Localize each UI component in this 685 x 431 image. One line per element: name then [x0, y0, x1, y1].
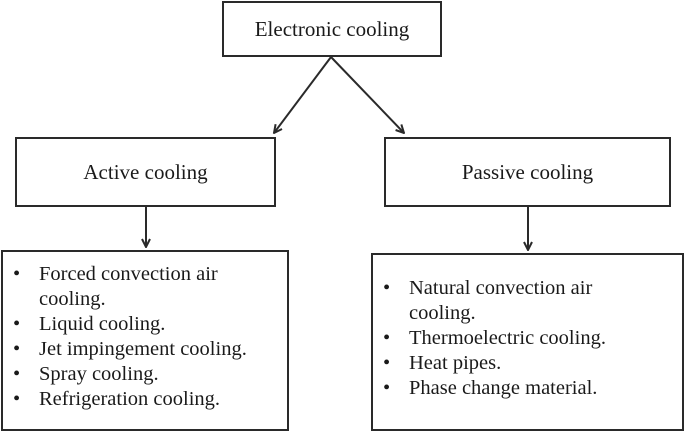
list-item: • Phase change material.	[379, 376, 682, 401]
bullet-icon: •	[13, 263, 21, 285]
list-item-line: cooling.	[409, 302, 476, 324]
list-item-line: Heat pipes.	[409, 352, 502, 374]
list-item-line: cooling.	[39, 288, 106, 310]
list-item-line: Jet impingement cooling.	[39, 338, 247, 360]
bullet-icon: •	[383, 277, 391, 299]
list-item-line: Natural convection air	[409, 277, 593, 299]
list-item: • Natural convection air cooling.	[379, 276, 682, 326]
bullet-icon: •	[13, 388, 21, 410]
arrow-root-to-active	[274, 56, 332, 133]
active-cooling-label: Active cooling	[83, 159, 208, 184]
list-item-line: Spray cooling.	[39, 363, 159, 385]
active-cooling-methods-box: • Forced convection air cooling. • Liqui…	[1, 250, 289, 431]
list-item: • Forced convection air cooling.	[9, 262, 287, 312]
list-item: • Liquid cooling.	[9, 312, 287, 337]
passive-cooling-label: Passive cooling	[461, 159, 594, 184]
list-item-line: Liquid cooling.	[39, 313, 166, 335]
list-item-line: Thermoelectric cooling.	[409, 327, 606, 349]
list-item-line: Refrigeration cooling.	[39, 388, 221, 410]
bullet-icon: •	[383, 352, 391, 374]
bullet-icon: •	[13, 363, 21, 385]
list-item: • Spray cooling.	[9, 362, 287, 387]
bullet-icon: •	[383, 377, 391, 399]
passive-cooling-node: Passive cooling	[384, 137, 671, 207]
list-item: • Jet impingement cooling.	[9, 337, 287, 362]
active-cooling-node: Active cooling	[15, 137, 276, 207]
list-item: • Refrigeration cooling.	[9, 387, 287, 412]
list-item-line: Forced convection air	[39, 263, 218, 285]
root-label: Electronic cooling	[254, 16, 410, 41]
bullet-icon: •	[383, 327, 391, 349]
bullet-icon: •	[13, 313, 21, 335]
list-item-line: Phase change material.	[409, 377, 598, 399]
bullet-icon: •	[13, 338, 21, 360]
list-item: • Heat pipes.	[379, 351, 682, 376]
arrow-root-to-passive	[330, 56, 404, 133]
passive-cooling-methods-box: • Natural convection air cooling. • Ther…	[371, 253, 684, 431]
list-item: • Thermoelectric cooling.	[379, 326, 682, 351]
root-node: Electronic cooling	[222, 1, 442, 57]
